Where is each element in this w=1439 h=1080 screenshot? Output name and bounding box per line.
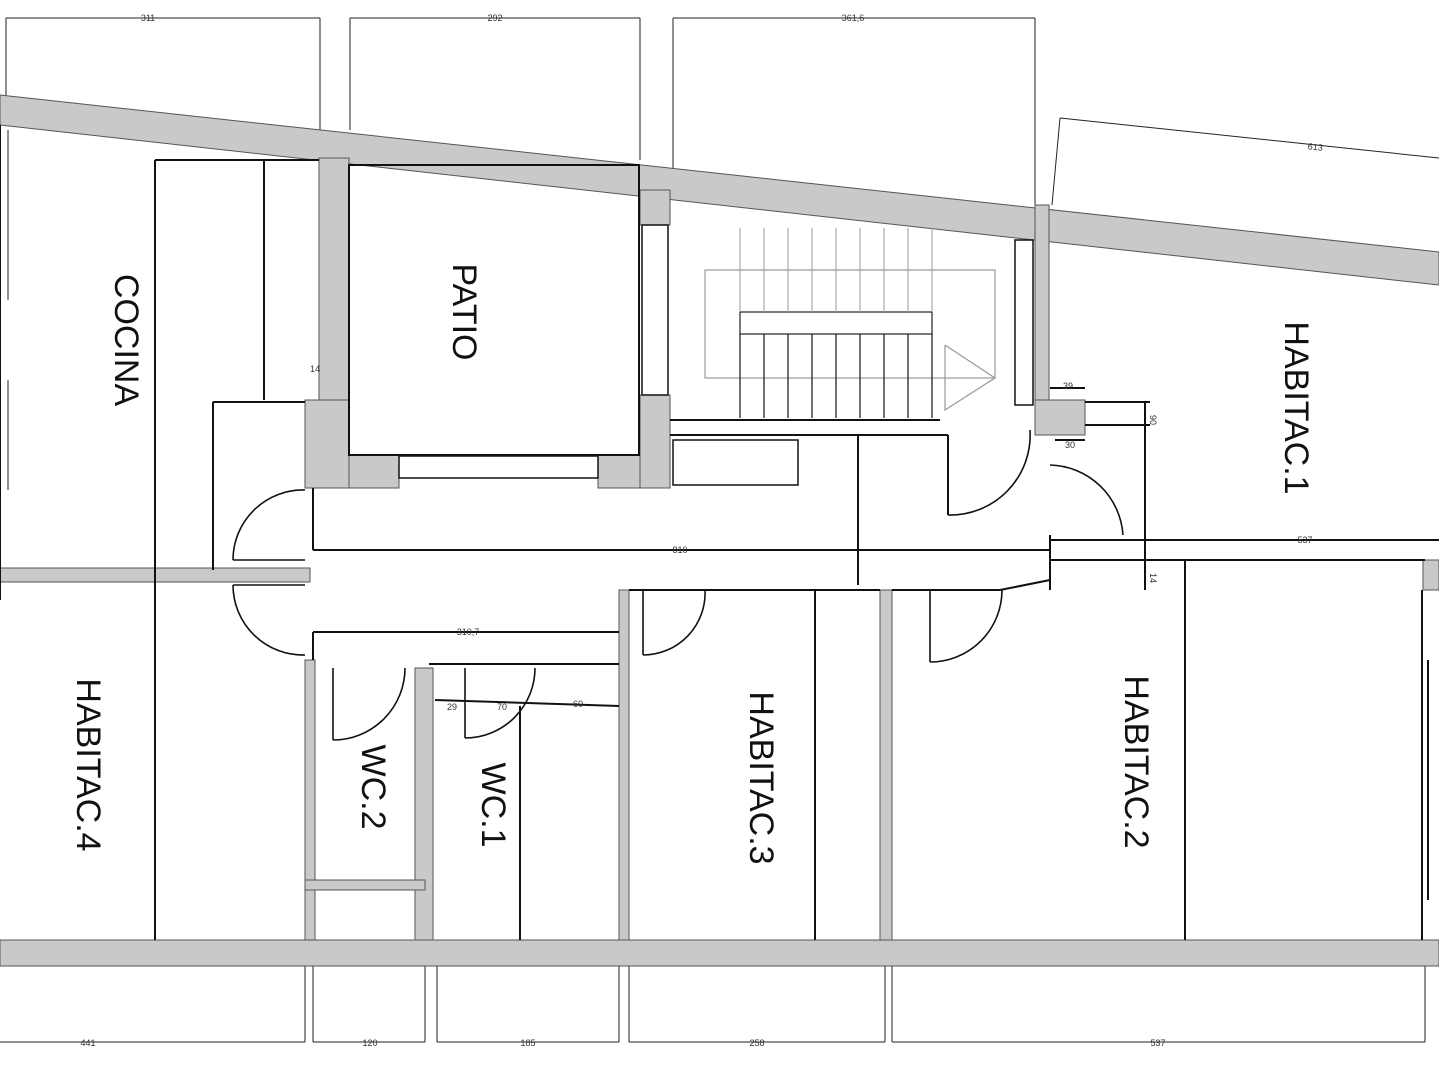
kitchen-cabinet (672, 439, 799, 486)
dim-stair-gap: 14 (310, 364, 320, 374)
dim-top-3: 361,6 (842, 13, 865, 23)
staircase (704, 269, 997, 412)
top-dimension-lines (5, 17, 1439, 206)
room-label-habitac4: HABITAC.4 (69, 678, 107, 851)
doors (232, 429, 1124, 741)
room-label-wc2: WC.2 (354, 745, 392, 830)
side-window (641, 224, 669, 396)
dim-bottom-4: 258 (749, 1038, 764, 1048)
stair-steps (739, 228, 933, 418)
dim-bottom-5: 537 (1150, 1038, 1165, 1048)
room-label-habitac3: HABITAC.3 (742, 691, 780, 864)
dim-small-e: 60 (573, 699, 583, 709)
slanted-exterior-wall (0, 94, 1439, 286)
dim-hall-right: 537 (1297, 535, 1312, 545)
dim-small-d: 70 (497, 702, 507, 712)
bottom-exterior-wall (0, 939, 1439, 967)
dim-top-1: 311 (141, 13, 155, 23)
dim-corridor: 810 (672, 545, 687, 555)
room-label-habitac2: HABITAC.2 (1117, 675, 1155, 848)
room-label-habitac1: HABITAC.1 (1277, 321, 1315, 494)
room-label-patio: PATIO (445, 264, 483, 361)
dim-bottom-3: 185 (520, 1038, 535, 1048)
dim-small-g: 14 (1148, 573, 1158, 583)
right-window (1014, 239, 1034, 406)
interior-walls (0, 157, 1439, 941)
plan-lines (0, 125, 1439, 940)
room-label-wc1: WC.1 (474, 763, 512, 848)
dim-top-4: 613 (1307, 141, 1323, 153)
room-label-cocina: COCINA (107, 274, 145, 407)
dim-top-2: 292 (487, 13, 502, 23)
dim-small-a: 39 (1063, 381, 1073, 391)
bottom-dimension-lines (0, 966, 1426, 1043)
dim-wc-span: 310,7 (457, 627, 480, 637)
patio-outline (348, 164, 640, 456)
dim-small-b: 30 (1065, 440, 1075, 450)
dim-small-c: 29 (447, 702, 457, 712)
dim-bottom-2: 120 (362, 1038, 377, 1048)
patio-window (398, 455, 599, 479)
dim-bottom-1: 441 (80, 1038, 95, 1048)
dim-small-f: 90 (1148, 415, 1158, 425)
